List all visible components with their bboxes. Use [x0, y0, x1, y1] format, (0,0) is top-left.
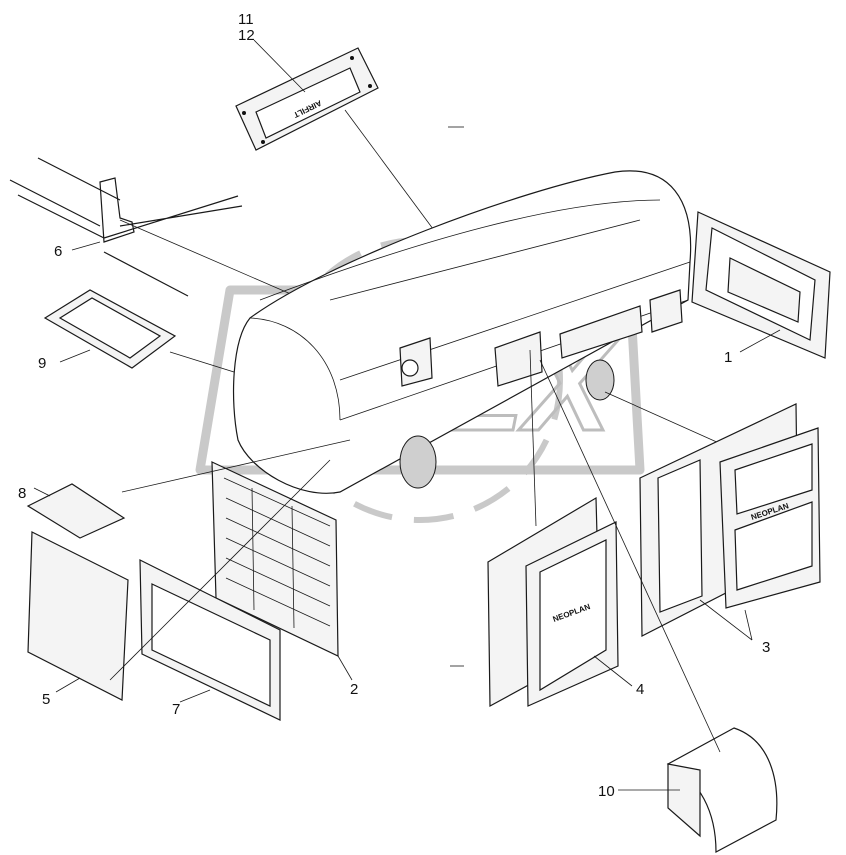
label-9: 9	[38, 355, 46, 372]
label-1: 1	[724, 349, 732, 366]
label-2: 2	[350, 681, 358, 698]
bus-body	[232, 170, 692, 494]
rail-part	[9, 157, 243, 297]
label-10: 10	[598, 783, 615, 800]
label-4: 4	[636, 681, 644, 698]
label-6: 6	[54, 243, 62, 260]
flat-sheet	[27, 531, 129, 701]
label-8: 8	[18, 485, 26, 502]
label-5: 5	[42, 691, 50, 708]
label-3: 3	[762, 639, 770, 656]
right-door-panels: NEOPLAN	[639, 403, 821, 637]
service-panel	[139, 559, 281, 721]
air-duct	[666, 727, 778, 853]
roof-hatch-ring	[43, 289, 177, 369]
middle-door-panels: NEOPLAN	[487, 496, 619, 708]
rear-panel	[691, 211, 831, 359]
label-7: 7	[172, 701, 180, 718]
label-11: 11	[238, 11, 254, 28]
part-labels: 11 12 6 9 1 8 3 2 4 5 7 10	[18, 11, 770, 800]
label-12: 12	[238, 27, 255, 44]
airfilter-plate: AIRFILT	[235, 47, 379, 151]
small-plate	[26, 483, 126, 539]
